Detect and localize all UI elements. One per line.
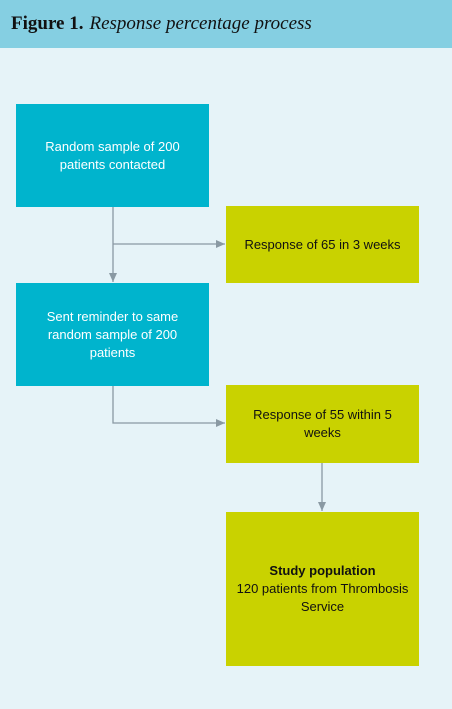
figure-number: Figure 1.: [11, 13, 84, 34]
figure-title: Response percentage process: [89, 13, 312, 34]
node-reminder-label: Sent reminder to same random sample of 2…: [46, 308, 179, 360]
node-study-population-title: Study population: [269, 563, 376, 578]
node-random-sample: Random sample of 200 patients contacted: [16, 104, 209, 207]
node-random-sample-label: Random sample of 200 patients contacted: [45, 138, 180, 172]
arrow-reminder-to-response2: [112, 386, 225, 427]
node-response-55: Response of 55 within 5 weeks: [226, 385, 419, 463]
figure-header: Figure 1. Response percentage process: [0, 0, 452, 48]
node-response-65: Response of 65 in 3 weeks: [226, 206, 419, 283]
node-study-population-body: 120 patients from Thrombosis Service: [236, 581, 409, 614]
node-study-population: Study population 120 patients from Throm…: [226, 512, 419, 666]
node-reminder: Sent reminder to same random sample of 2…: [16, 283, 209, 386]
node-response-55-label: Response of 55 within 5 weeks: [253, 407, 392, 440]
node-response-65-label: Response of 65 in 3 weeks: [244, 236, 401, 252]
